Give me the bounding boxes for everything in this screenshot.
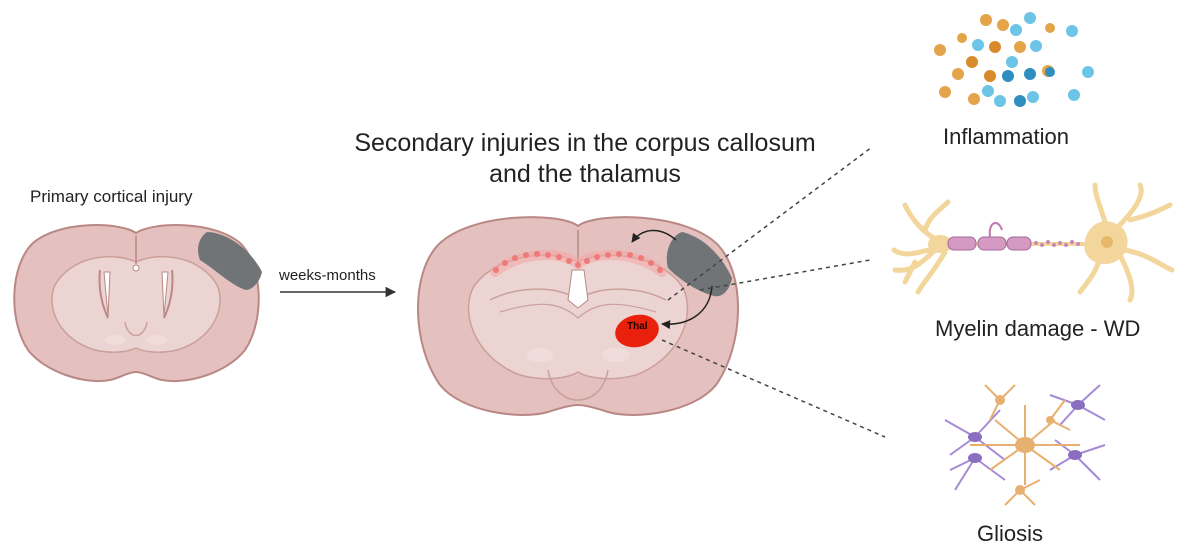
brain-section-primary <box>14 225 262 381</box>
inflammation-label: Inflammation <box>943 124 1069 150</box>
thalamus-label: Thal <box>627 321 648 332</box>
gliosis-label: Gliosis <box>977 521 1043 547</box>
secondary-injury-title: Secondary injuries in the corpus callosu… <box>350 128 820 190</box>
brain-section-secondary <box>418 217 738 415</box>
inflammation-particles <box>934 12 1094 107</box>
myelin-damage-label: Myelin damage - WD <box>935 316 1140 342</box>
neuron-myelin <box>894 185 1172 300</box>
glia-cluster <box>945 385 1105 505</box>
primary-injury-label: Primary cortical injury <box>30 187 192 207</box>
arrow-label: weeks-months <box>279 267 376 284</box>
